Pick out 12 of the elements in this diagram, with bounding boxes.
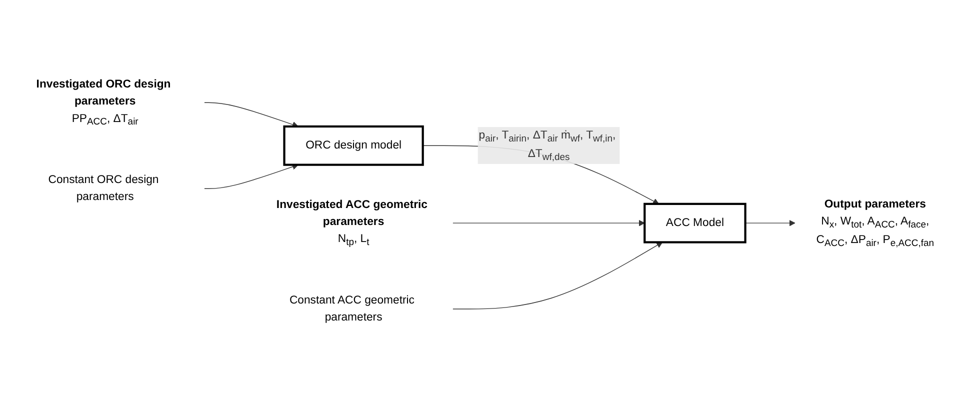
arrow [204,102,298,128]
node-text: Investigated ACC geometric parameters N$_{tp}$, L$_{t}$ [276,198,428,248]
arrow [204,164,298,189]
arrow [452,242,663,310]
node-box [283,125,424,166]
node-text: Investigated ORC design parameters PP$_{ACC}$, ΔT$_{air}$ [36,78,171,127]
node-box [644,202,746,244]
node-text: Constant ACC geometric parameters [289,294,414,324]
node-text: Constant ORC design parameters [48,174,159,203]
arrow [744,220,796,226]
node-text: Output parameters N$_{x}$, W$_{tot}$, A$_{ACC}$, A$_{face}$, C$_{ACC}$, ΔP$_{air}$, P$_{e,ACC,fan}$ [816,198,934,248]
arrow [452,220,645,226]
